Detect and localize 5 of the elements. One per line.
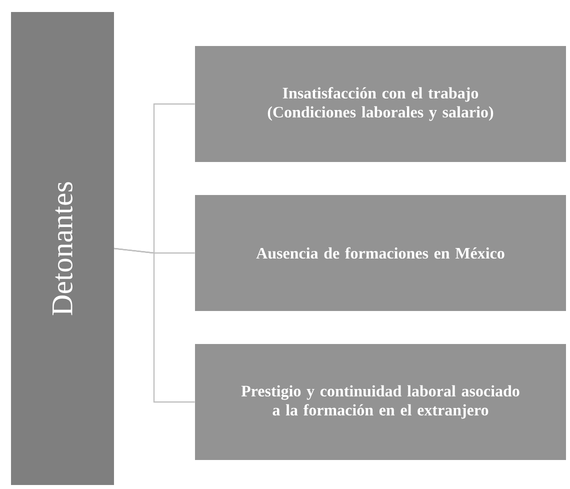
text-box: Prestigio y continuidad laboral asociado a la formación en el extranjero bbox=[195, 344, 566, 460]
side-bar: Detonantes bbox=[11, 12, 114, 485]
text-box: Ausencia de formaciones en México bbox=[195, 195, 566, 311]
connector-line bbox=[114, 248, 195, 403]
text-box: Insatisfacción con el trabajo (Condiciones laborales y salario) bbox=[195, 46, 566, 162]
